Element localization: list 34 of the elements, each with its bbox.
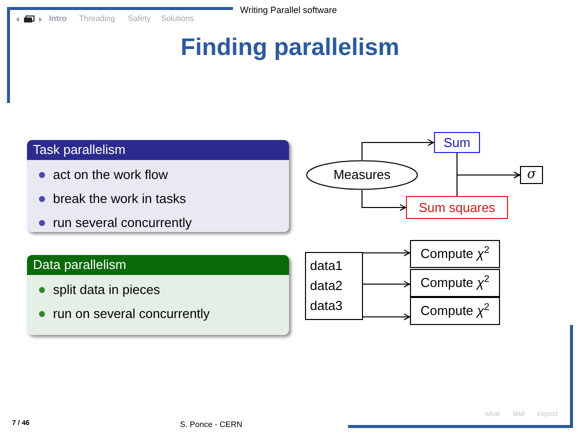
footer-author: S. Ponce - CERN: [180, 419, 242, 431]
data-label: data2: [310, 277, 344, 295]
process-box: [410, 269, 500, 297]
node-label: σ: [527, 166, 536, 184]
node-label: Compute χ$^{2}$: [420, 301, 490, 320]
nav-link: Solutions: [161, 13, 194, 25]
node-label: Sum: [444, 134, 470, 152]
header-title: Writing Parallel software: [240, 4, 337, 17]
node-label: Compute χ$^{2}$: [420, 244, 490, 264]
node-label: Compute χ$^{2}$: [420, 273, 490, 292]
data-box: [305, 252, 363, 320]
node-label: Sum squares: [418, 198, 496, 217]
bullet-text: split data in pieces: [53, 281, 160, 300]
nav-link: Intro: [49, 13, 67, 25]
ellipse-node: [306, 160, 418, 190]
nav-link: Threading: [79, 13, 116, 25]
bullet-text: break the work in tasks: [53, 190, 186, 208]
data-label: data3: [310, 297, 344, 315]
process-box: [410, 297, 500, 325]
bullet-text: run several concurrently: [53, 214, 192, 232]
process-box: [520, 166, 543, 184]
node-label: Measures: [333, 166, 391, 184]
data-label: data1: [310, 257, 344, 275]
bullet-text: run on several concurrently: [53, 305, 210, 324]
bullet-text: act on the work flow: [53, 166, 168, 184]
slide-title: Finding parallelism: [180, 33, 400, 63]
process-box: [406, 196, 508, 219]
block-title: Data parallelism: [27, 255, 289, 275]
process-box: [410, 240, 500, 268]
content-block: [27, 255, 289, 335]
block-title: Task parallelism: [27, 140, 289, 160]
nav-link: Safety: [128, 13, 151, 25]
process-box: [434, 132, 480, 153]
content-block: [27, 140, 289, 232]
